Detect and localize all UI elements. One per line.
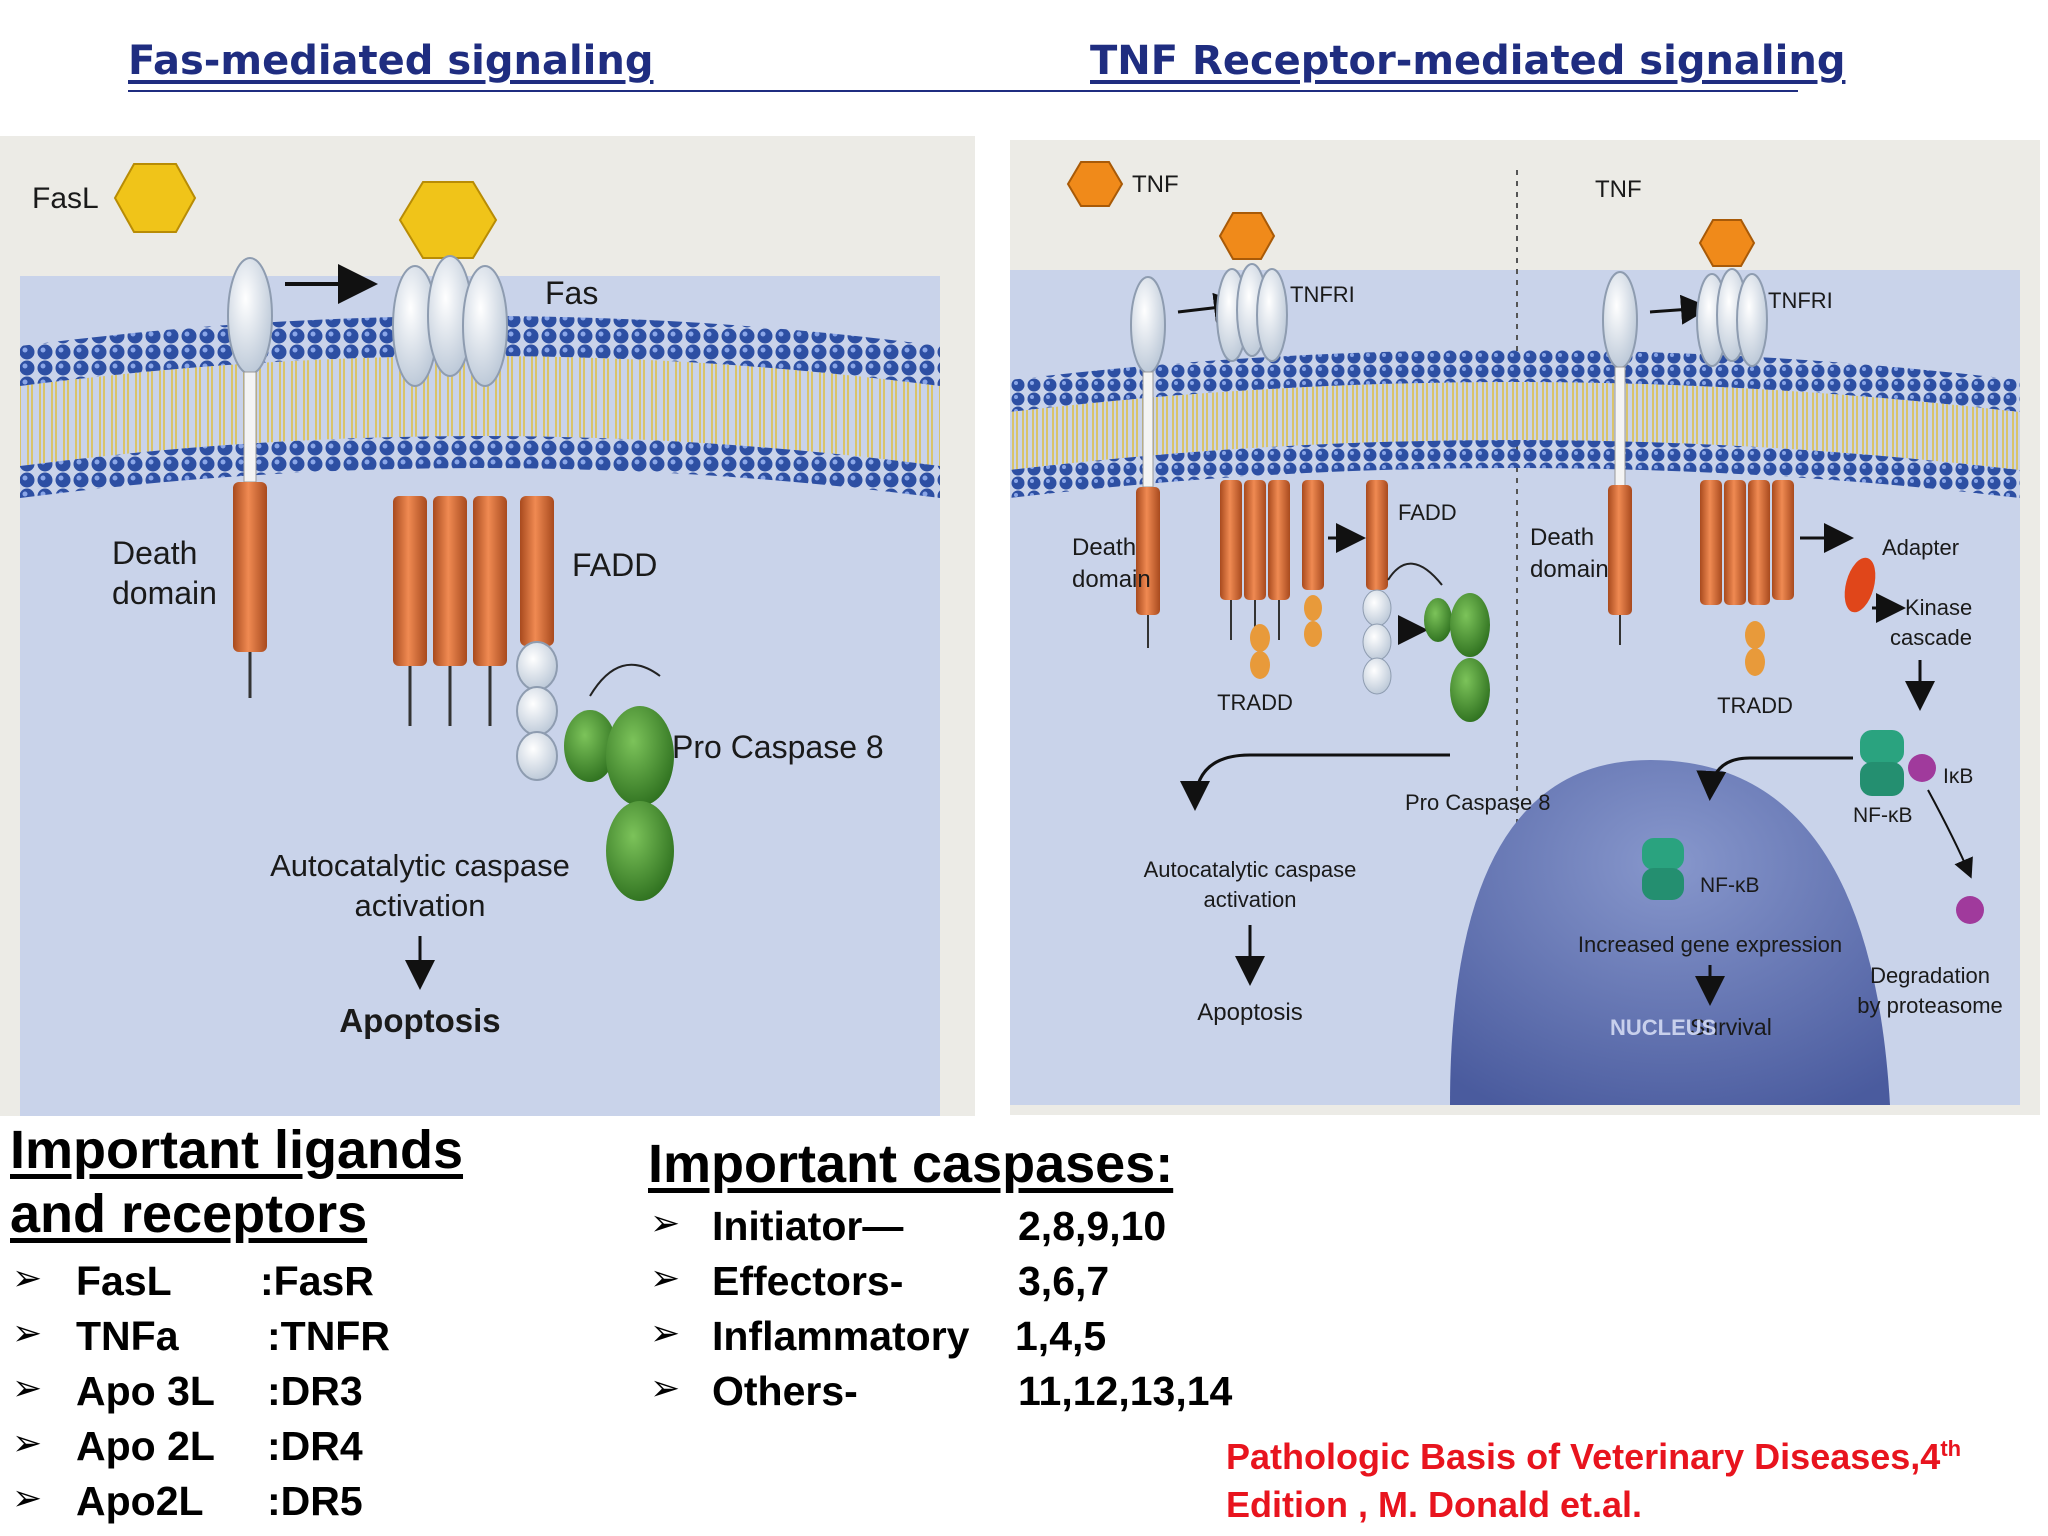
list-item: ➢Apo 3L:DR3 [12,1368,363,1414]
tnf-signaling-figure: TNF TNFRI TRADD Death domain FADD Pro Ca… [1010,140,2040,1115]
tnfri-left-label: TNFRI [1290,282,1355,307]
survival-label: Survival [1690,1014,1772,1040]
list-item: ➢FasL:FasR [12,1258,374,1304]
list-item: ➢Others-11,12,13,14 [650,1368,1233,1414]
tnf-apoptosis-label: Apoptosis [1197,999,1302,1026]
ligands-list: ➢FasL:FasR ➢TNFa:TNFR ➢Apo 3L:DR3 ➢Apo 2… [12,1258,452,1533]
bullet-arrow-icon: ➢ [12,1368,43,1409]
gene-expression-label: Increased gene expression [1578,932,1842,957]
apoptosis-label: Apoptosis [339,1002,500,1039]
bullet-arrow-icon: ➢ [12,1478,43,1519]
death-domain-label-1: Death [112,535,197,571]
nfkb-complex-label: NF-κB [1853,804,1913,827]
tradd-left-label: TRADD [1217,690,1293,715]
fadd-label: FADD [572,547,657,583]
tnf-pro-caspase-label: Pro Caspase 8 [1405,790,1551,815]
degradation-label-1: Degradation [1870,963,1990,988]
caspases-list: ➢Initiator—2,8,9,10 ➢Effectors-3,6,7 ➢In… [650,1203,1270,1423]
tnfri-right-label: TNFRI [1768,288,1833,313]
tnf-right-label: TNF [1595,176,1642,203]
tradd-right-label: TRADD [1717,693,1793,718]
list-item: ➢TNFa:TNFR [12,1313,390,1359]
fas-label: Fas [545,275,598,311]
tnf-autocatalytic-2: activation [1204,887,1297,912]
bullet-arrow-icon: ➢ [12,1258,43,1299]
list-item: ➢Initiator—2,8,9,10 [650,1203,1167,1249]
fas-signaling-figure: FasL Fas FADD Death domain Pro Caspase 8… [0,136,975,1116]
pro-caspase-label: Pro Caspase 8 [672,729,884,765]
autocatalytic-label-1: Autocatalytic caspase [270,848,570,883]
list-item: ➢Apo 2L:DR4 [12,1423,363,1469]
tnf-death-domain-r2: domain [1530,556,1609,583]
kinase-label-1: Kinase [1905,595,1972,620]
bullet-arrow-icon: ➢ [650,1313,681,1354]
list-item: ➢Apo2L:DR5 [12,1478,363,1524]
header-underline [128,90,1798,92]
fas-signaling-header: Fas-mediated signaling [128,38,654,84]
caspases-title: Important caspases: [648,1134,1174,1194]
bullet-arrow-icon: ➢ [650,1203,681,1244]
degradation-label-2: by proteasome [1857,993,2003,1018]
bullet-arrow-icon: ➢ [12,1423,43,1464]
ligands-title-line1: Important ligands [10,1120,464,1180]
tnf-death-domain-r1: Death [1530,524,1594,551]
bullet-arrow-icon: ➢ [650,1258,681,1299]
bullet-arrow-icon: ➢ [12,1313,43,1354]
tnf-death-domain-2: domain [1072,566,1151,593]
autocatalytic-label-2: activation [355,888,486,923]
tnf-signaling-header: TNF Receptor-mediated signaling [1090,38,1846,84]
tnf-autocatalytic-1: Autocatalytic caspase [1144,857,1357,882]
tnf-death-domain-1: Death [1072,534,1136,561]
death-domain-label-2: domain [112,575,217,611]
kinase-label-2: cascade [1890,625,1972,650]
tnf-fadd-label: FADD [1398,500,1457,525]
nfkb-nucleus-label: NF-κB [1700,874,1760,897]
reference-line-1: Pathologic Basis of Veterinary Diseases,… [1226,1436,1962,1477]
adapter-label: Adapter [1882,535,1959,560]
bullet-arrow-icon: ➢ [650,1368,681,1409]
fasl-label: FasL [32,182,99,215]
nucleus-label: NUCLEUS [1610,1015,1716,1040]
ikb-label: IκB [1943,765,1973,788]
reference-line-2: Edition , M. Donald et.al. [1226,1484,1643,1525]
ligands-title-line2: and receptors [10,1184,368,1244]
list-item: ➢Effectors-3,6,7 [650,1258,1110,1304]
tnf-left-label: TNF [1132,171,1179,198]
